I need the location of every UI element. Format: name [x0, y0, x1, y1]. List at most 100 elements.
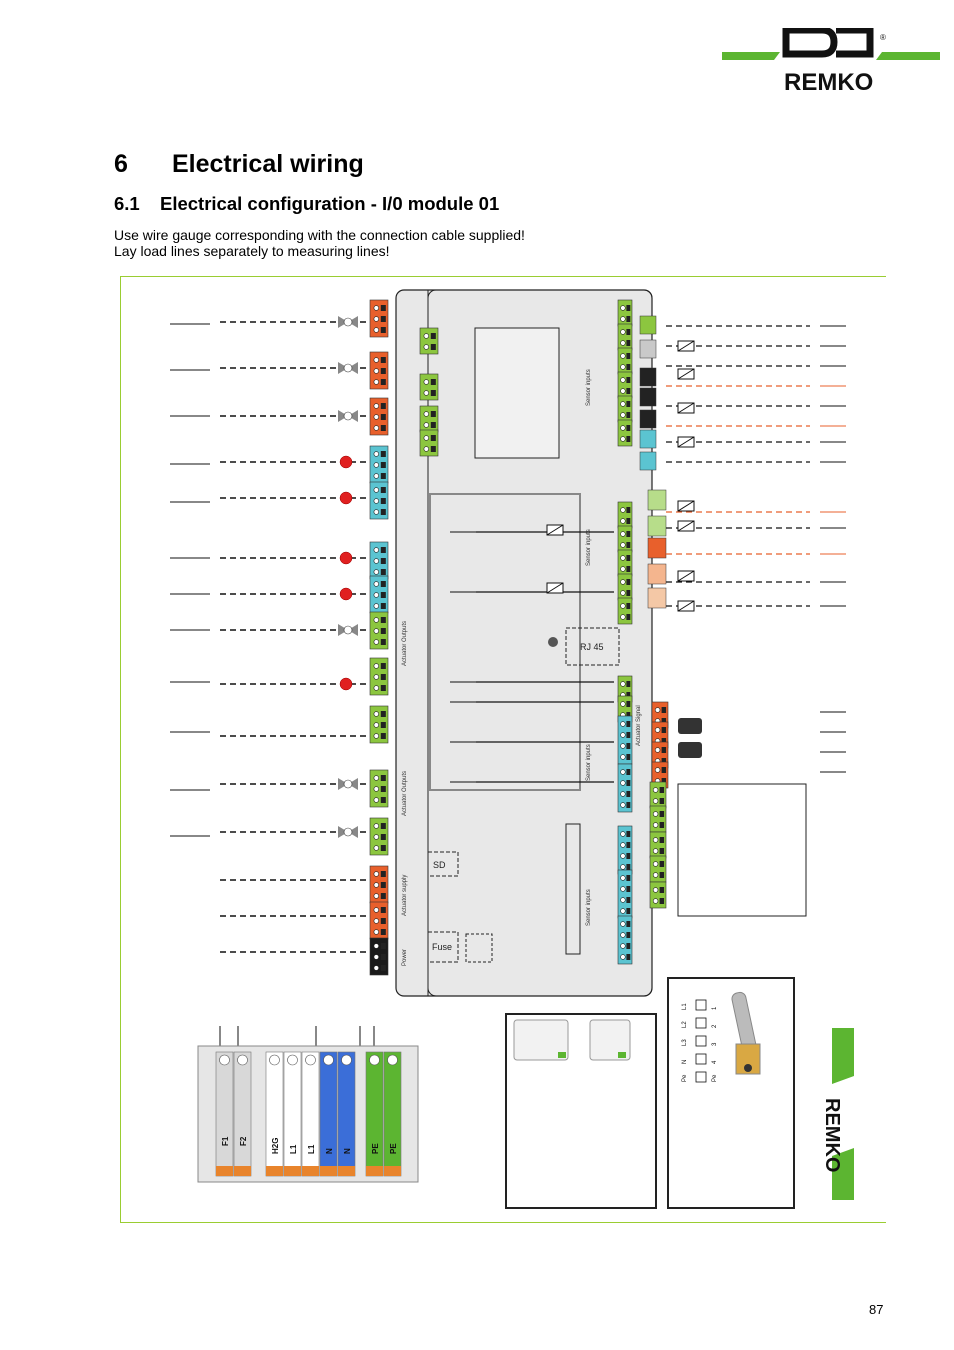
strip-terminal-label: N — [325, 1148, 334, 1154]
section-title: Electrical wiring — [172, 150, 364, 178]
power-label: Power — [402, 949, 408, 966]
heater-terminal-number: 2 — [712, 1024, 718, 1028]
page-number: 87 — [869, 1302, 884, 1317]
heater-terminal — [695, 1035, 707, 1047]
strip-terminal-label: PE — [389, 1143, 398, 1154]
left-terminal-column — [369, 299, 439, 976]
lower-sensor-terminal — [649, 855, 667, 883]
strip-terminal: PE — [365, 1051, 384, 1177]
strip-terminal: H2G — [265, 1051, 284, 1177]
left-terminal-block — [369, 299, 389, 338]
left-terminal-block — [369, 445, 389, 484]
strip-terminal-label: N — [343, 1148, 352, 1154]
wiring-diagram: RJ 45 SD Fuse Actuator Outputs Actuator … — [170, 289, 854, 1209]
right-terminal-block — [617, 869, 633, 919]
side-module — [639, 409, 657, 429]
heater-terminal-number: 3 — [712, 1042, 718, 1046]
strip-terminal: F2 — [233, 1051, 252, 1177]
rj45-label: RJ 45 — [580, 642, 604, 652]
relay-module — [678, 718, 702, 734]
left-sub-terminal-block — [419, 327, 439, 355]
right-terminal-block — [617, 347, 633, 375]
strip-terminal: N — [337, 1051, 356, 1177]
lower-sensor-terminal — [649, 881, 667, 909]
strip-terminal-label: H2G — [271, 1138, 280, 1154]
side-module — [639, 339, 657, 359]
sensor-inputs-bottom-label: Sensor inputs — [586, 889, 592, 926]
right-terminal-block — [617, 549, 633, 577]
left-terminal-block — [369, 937, 389, 976]
heater-terminal-number: 4 — [712, 1060, 718, 1064]
sd-label: SD — [433, 860, 446, 870]
right-terminal-block — [617, 323, 633, 351]
sensor-inputs-low-label: Sensor inputs — [586, 744, 592, 781]
heater-terminal — [695, 1071, 707, 1083]
left-sub-terminal-block — [419, 405, 439, 433]
diagram-frame — [120, 276, 886, 1223]
right-terminal-block — [617, 395, 633, 423]
pump-icon — [339, 491, 353, 505]
side-module — [639, 451, 657, 471]
strip-terminal: L1 — [283, 1051, 302, 1177]
actuator-signal-terminal — [651, 761, 669, 789]
side-module — [647, 587, 667, 609]
right-terminal-block — [617, 525, 633, 553]
right-terminal-block — [617, 573, 633, 601]
strip-terminal: N — [319, 1051, 338, 1177]
fuse-label: Fuse — [432, 942, 452, 952]
side-module — [639, 387, 657, 407]
left-terminal-block — [369, 397, 389, 436]
pump-icon — [339, 587, 353, 601]
right-terminal-block — [617, 695, 633, 723]
left-terminal-block — [369, 611, 389, 650]
heater-terminal — [695, 1017, 707, 1029]
three-way-valve-icon — [338, 410, 358, 422]
component-symbols — [338, 316, 695, 838]
actuator-signal-terminal — [651, 741, 669, 769]
three-way-valve-icon — [338, 778, 358, 790]
left-sub-terminal-block — [419, 373, 439, 401]
section-heading: 6 Electrical wiring — [114, 150, 364, 179]
subsection-number: 6.1 — [114, 193, 140, 214]
left-terminal-block — [369, 541, 389, 580]
side-module — [639, 367, 657, 387]
three-way-valve-icon — [338, 624, 358, 636]
left-terminal-block — [369, 769, 389, 808]
remko-logo: REMKO ® — [722, 28, 940, 96]
module-led — [548, 637, 558, 647]
right-terminal-block — [617, 419, 633, 447]
heater-terminal-number: 1 — [712, 1006, 718, 1010]
side-module — [647, 537, 667, 559]
heater-panel — [667, 977, 795, 1209]
sensor-group-panel — [677, 783, 807, 917]
right-terminal-block — [617, 915, 633, 965]
heater-terminal-label: L2 — [682, 1021, 688, 1028]
actuator-outputs-label-2: Actuator Outputs — [402, 771, 408, 816]
left-terminal-block — [369, 657, 389, 696]
pump-icon — [339, 551, 353, 565]
lower-sensor-terminal — [649, 781, 667, 809]
three-way-valve-icon — [338, 826, 358, 838]
right-terminal-block — [617, 299, 633, 327]
right-terminal-block — [617, 763, 633, 813]
actuator-signal-label: Actuator Signal — [636, 705, 642, 746]
heater-terminal-label: Pe — [682, 1074, 688, 1082]
intro-line-2: Lay load lines separately to measuring l… — [114, 243, 390, 259]
heater-terminal — [695, 999, 707, 1011]
fuse-holder — [427, 931, 459, 963]
section-number: 6 — [114, 150, 128, 178]
strip-terminal-label: L1 — [289, 1144, 298, 1154]
three-way-valve-icon — [338, 316, 358, 328]
heater-terminal — [695, 1053, 707, 1065]
lower-sensor-terminal — [649, 805, 667, 833]
heater-terminal-label: L3 — [682, 1039, 688, 1046]
left-terminal-block — [369, 351, 389, 390]
lower-sensor-terminal — [649, 831, 667, 859]
heater-terminal-label: N — [682, 1060, 688, 1064]
side-module — [647, 563, 667, 585]
strip-terminal-label: L1 — [307, 1144, 316, 1154]
heater-terminal-number: Pe — [712, 1074, 718, 1082]
sensor-input-group-box — [565, 823, 581, 955]
